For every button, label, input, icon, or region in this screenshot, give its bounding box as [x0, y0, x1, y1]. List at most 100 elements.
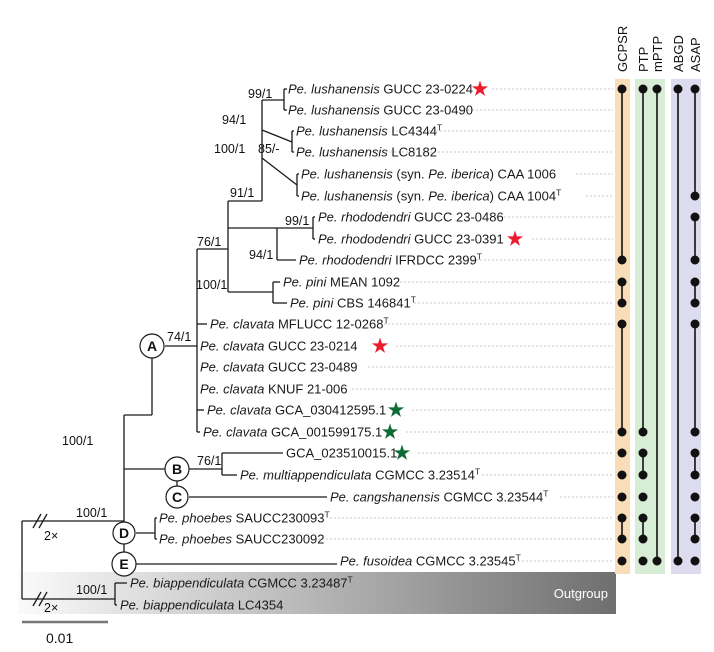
delimitation-dot — [690, 427, 700, 437]
support-value: 76/1 — [197, 454, 221, 468]
species-delimitation-columns — [617, 84, 700, 566]
delimitation-dot — [617, 492, 627, 502]
taxon-label: Pe. phoebes SAUCC230092 — [159, 532, 325, 547]
tree-branches — [21, 88, 337, 607]
support-values: 99/1 94/1 100/1 85/- 91/1 76/1 99/1 94/1… — [44, 87, 309, 615]
delimitation-dot — [617, 470, 627, 480]
scale-bar-label: 0.01 — [46, 630, 73, 646]
support-value: 74/1 — [167, 330, 191, 344]
taxon-label: Pe. phoebes SAUCC230093T — [159, 510, 330, 526]
clade-labels: A B C D E — [111, 333, 190, 577]
clade-circle-b — [164, 456, 190, 482]
red-star-icon — [506, 230, 524, 246]
delimitation-dot — [690, 470, 700, 480]
taxon-label: Pe. pini CBS 146841T — [290, 295, 416, 311]
method-header-mptp: mPTP — [650, 36, 665, 72]
taxon-label: Pe. clavata GCA_001599175.1 — [203, 425, 382, 440]
clade-circle-c — [165, 485, 189, 509]
taxon-label: Pe. lushanensis LC4344T — [296, 123, 442, 139]
taxon-label: Pe. fusoidea CGMCC 3.23545T — [340, 553, 521, 569]
support-value: 94/1 — [222, 113, 246, 127]
leader-lines — [318, 88, 613, 562]
branch-multiplier-label: 2× — [44, 529, 58, 543]
delimitation-dot — [690, 212, 700, 222]
green-star-icon — [387, 401, 405, 417]
delimitation-dot — [617, 556, 627, 566]
delimitation-dot — [638, 513, 648, 523]
taxon-label: Pe. rhododendri GUCC 23-0486 — [318, 210, 504, 225]
taxon-label: Pe. rhododendri GUCC 23-0391 — [318, 232, 504, 247]
support-value: 94/1 — [249, 248, 273, 262]
delimitation-dot — [690, 298, 700, 308]
delimitation-dot — [690, 513, 700, 523]
clade-circle-e — [111, 551, 137, 577]
branch-break-hatch — [38, 513, 48, 529]
support-value: 100/1 — [76, 506, 107, 520]
delimitation-dot — [617, 84, 627, 94]
delimitation-dot — [690, 84, 700, 94]
taxon-label: Pe. lushanensis (syn. Pe. iberica) CAA 1… — [301, 167, 556, 182]
delimitation-dot — [652, 84, 662, 94]
support-value: 100/1 — [76, 583, 107, 597]
delimitation-dot — [690, 319, 700, 329]
support-value: 100/1 — [196, 278, 227, 292]
method-headers: GCPSR PTP mPTP ABGD ASAP — [615, 26, 703, 72]
delimitation-dot — [617, 534, 627, 544]
delimitation-dot — [617, 448, 627, 458]
outgroup-bar — [18, 572, 616, 614]
taxon-label: Pe. lushanensis (syn. Pe. iberica) CAA 1… — [301, 188, 561, 204]
delimitation-dot — [617, 319, 627, 329]
clade-circle-a — [139, 333, 165, 359]
red-star-icon — [471, 80, 489, 96]
taxon-label: Pe. rhododendri IFRDCC 2399T — [299, 252, 482, 268]
support-value: 99/1 — [248, 87, 272, 101]
delimitation-dot — [617, 513, 627, 523]
taxon-label: Pe. lushanensis GUCC 23-0224 — [288, 82, 473, 97]
method-header-ptp: PTP — [636, 47, 651, 72]
delimitation-dot — [673, 556, 683, 566]
support-value: 99/1 — [285, 214, 309, 228]
delimitation-dot — [690, 492, 700, 502]
taxon-labels: Pe. lushanensis GUCC 23-0224 Pe. lushane… — [120, 82, 561, 613]
delimitation-dot — [617, 298, 627, 308]
taxon-label: Pe. clavata KNUF 21-006 — [200, 382, 347, 397]
delimitation-dot — [617, 277, 627, 287]
branch-break-hatch — [32, 513, 42, 529]
delimitation-dot — [638, 470, 648, 480]
delimitation-dot — [617, 427, 627, 437]
support-value: 100/1 — [62, 434, 93, 448]
delimitation-dot — [638, 534, 648, 544]
delimitation-dot — [617, 255, 627, 265]
support-value: 91/1 — [230, 186, 254, 200]
clade-letter-b: B — [172, 461, 182, 477]
clade-letter-a: A — [147, 338, 157, 354]
support-value: 76/1 — [197, 235, 221, 249]
taxon-label: Pe. biappendiculata LC4354 — [120, 598, 283, 613]
taxon-label: Pe. cangshanensis CGMCC 3.23544T — [330, 489, 548, 505]
taxon-label: Pe. clavata GUCC 23-0489 — [200, 360, 358, 375]
taxon-label: GCA_023510015.1 — [286, 446, 397, 461]
delimitation-dot — [673, 84, 683, 94]
outgroup-label: Outgroup — [554, 586, 608, 601]
clade-letter-e: E — [119, 556, 128, 572]
taxon-label: Pe. lushanensis GUCC 23-0490 — [288, 103, 473, 118]
taxon-label: Pe. clavata GCA_030412595.1 — [207, 403, 386, 418]
branch-break-hatch — [38, 591, 48, 607]
taxon-label: Pe. lushanensis LC8182 — [296, 145, 437, 160]
delimitation-dot — [690, 255, 700, 265]
clade-letter-d: D — [119, 525, 129, 541]
delimitation-dot — [638, 84, 648, 94]
delimitation-dot — [690, 534, 700, 544]
support-value: 100/1 — [214, 142, 245, 156]
delimitation-dot — [652, 556, 662, 566]
delimitation-dot — [690, 556, 700, 566]
branch-multiplier-label: 2× — [44, 601, 58, 615]
method-header-abgd: ABGD — [671, 35, 686, 72]
clade-letter-c: C — [172, 489, 182, 505]
delimitation-dot — [638, 492, 648, 502]
method-header-asap: ASAP — [688, 37, 703, 72]
green-star-icon — [381, 423, 399, 439]
branch-break-hatch — [32, 591, 42, 607]
taxon-label: Pe. biappendiculata CGMCC 3.23487T — [130, 575, 353, 591]
